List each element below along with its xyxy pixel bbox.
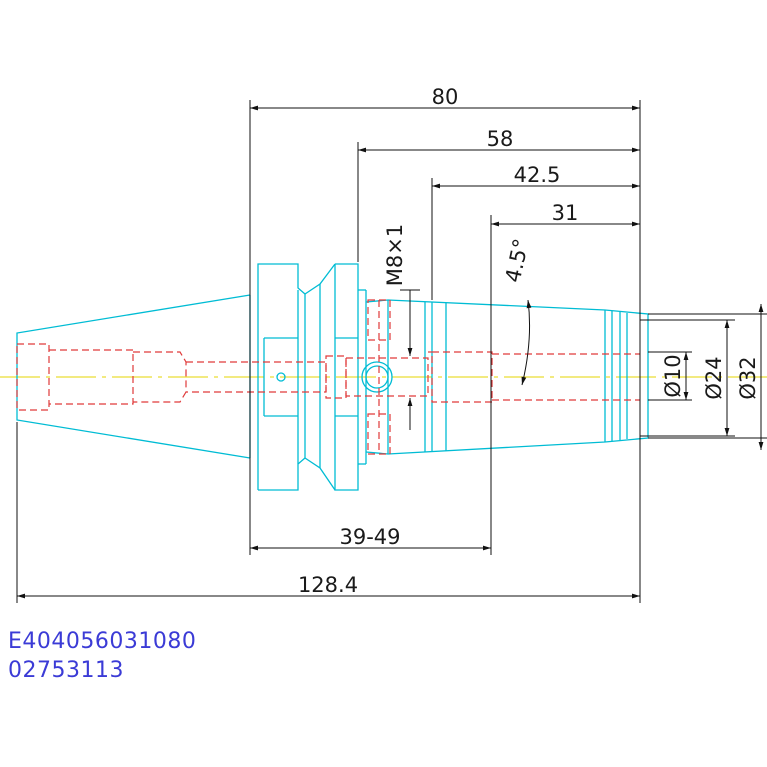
taper-shank — [16, 294, 251, 459]
order-code: 02753113 — [8, 658, 124, 683]
cross-hole — [365, 365, 389, 389]
dim-31: 31 — [552, 201, 579, 225]
dim-dia10: Ø10 — [661, 354, 685, 397]
dim-58: 58 — [487, 127, 514, 151]
dim-dia24: Ø24 — [702, 356, 726, 399]
dim-thread: M8×1 — [383, 224, 407, 286]
dim-range: 39-49 — [339, 525, 400, 549]
dim-angle: 4.5° — [501, 237, 534, 285]
dim-42-5: 42.5 — [514, 163, 561, 187]
collet-nose — [365, 299, 649, 455]
flange-left — [257, 263, 306, 490]
dimension-lines — [16, 100, 767, 603]
flange-right — [334, 263, 359, 491]
pin-hole — [276, 372, 286, 382]
hidden-lines — [16, 299, 640, 455]
dim-total: 128.4 — [298, 573, 358, 597]
part-code: E404056031080 — [8, 629, 196, 654]
tool-holder-outline — [16, 263, 649, 491]
dim-dia32: Ø32 — [736, 356, 760, 399]
dim-80: 80 — [432, 85, 459, 109]
